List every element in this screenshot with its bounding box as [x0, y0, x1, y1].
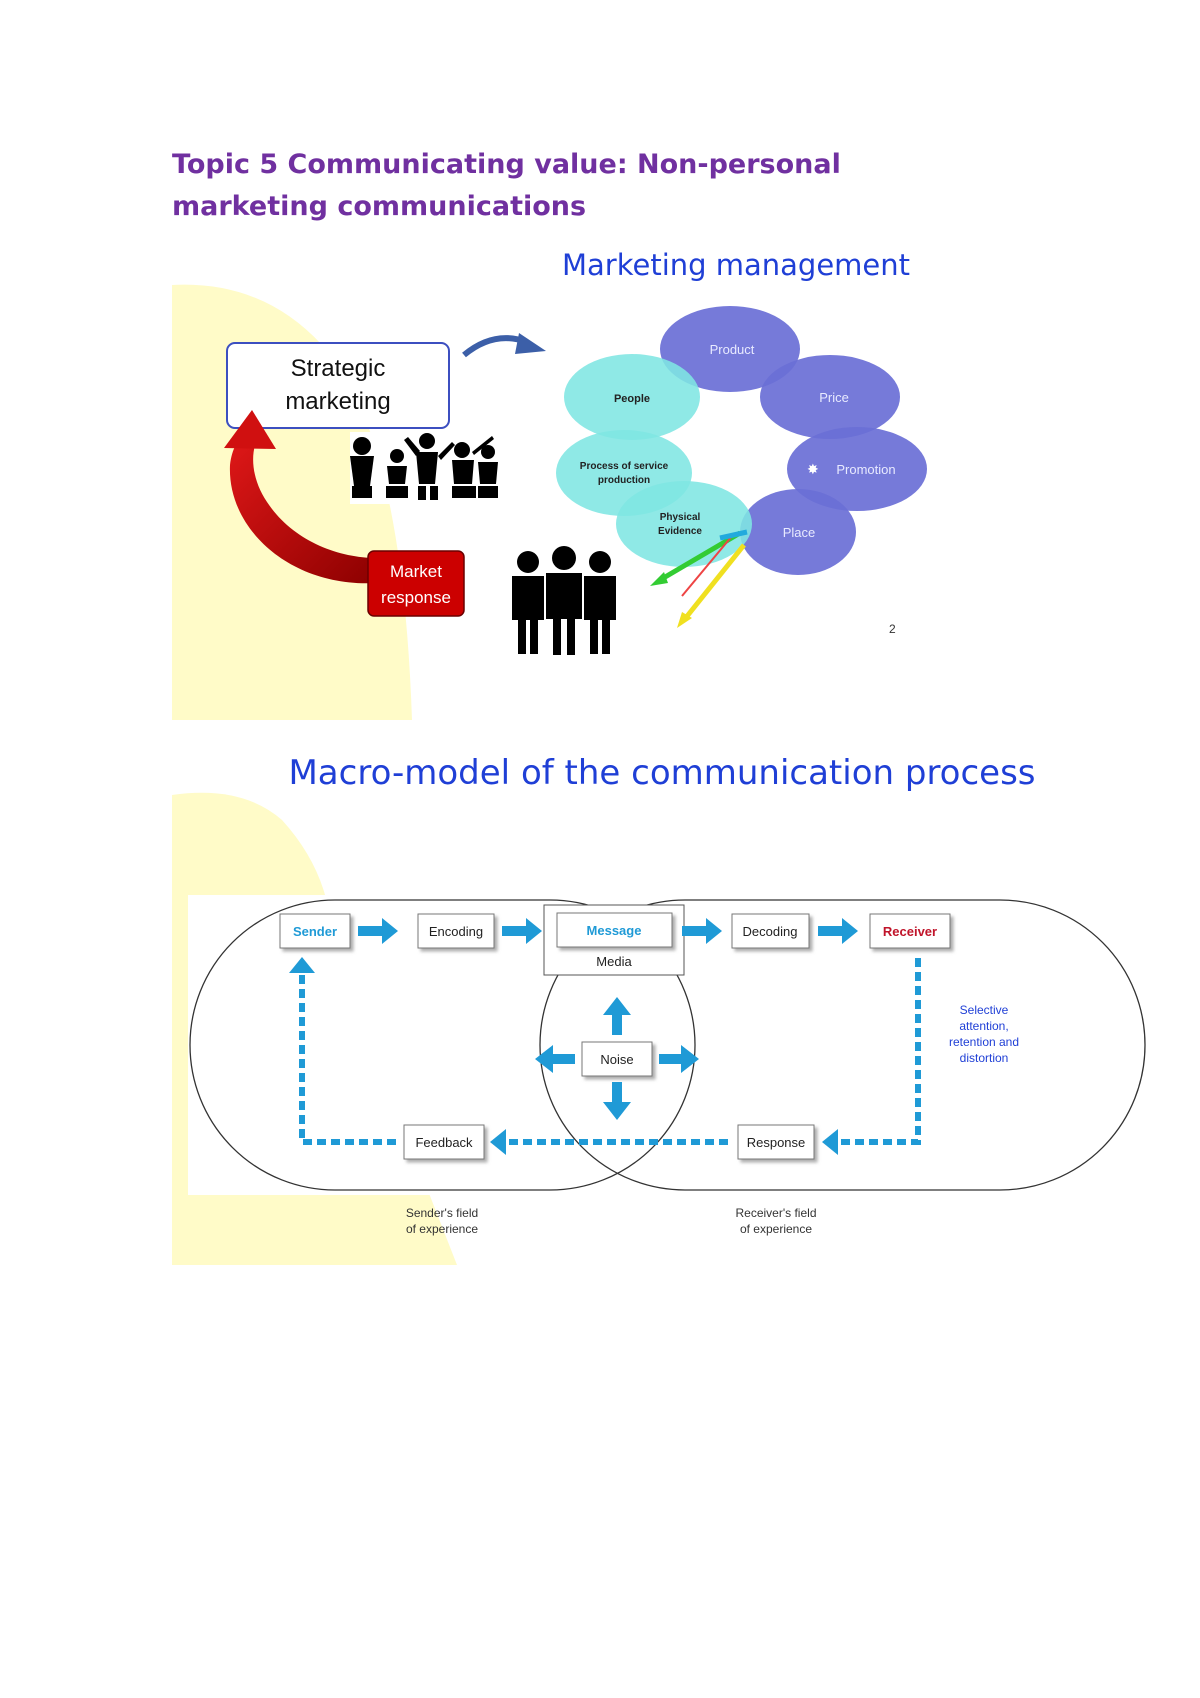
strategic-marketing-box: Strategic marketing: [226, 342, 450, 429]
arrow-down-icon: [603, 1082, 631, 1120]
customers-group-icon: [512, 546, 616, 655]
receiver-field-line: Receiver's field: [736, 1206, 817, 1220]
blue-curved-arrow: [462, 333, 546, 358]
page-heading: Topic 5 Communicating value: Non-persona…: [172, 149, 841, 222]
marketing-management-figure: Marketing management Strategic marketing…: [172, 248, 927, 720]
marketing-management-slide: Marketing management Strategic marketing…: [172, 240, 1172, 720]
sender-field-ellipse: [189, 899, 696, 1191]
arrow-right-icon: [682, 918, 722, 944]
selective-line: Selective: [960, 1003, 1009, 1017]
selective-line: attention,: [959, 1019, 1008, 1033]
mix-place: Place: [740, 489, 856, 575]
colored-arrows-icon: [650, 529, 748, 628]
sender-box: Sender: [279, 913, 351, 949]
feedback-label: Feedback: [415, 1135, 473, 1150]
receiver-field-line: of experience: [740, 1222, 812, 1236]
business-team-silhouettes-icon: [350, 432, 498, 504]
receiver-box: Receiver: [869, 913, 951, 949]
arrow-left-icon: [490, 1129, 506, 1155]
message-label: Message: [587, 923, 642, 938]
noise-box: Noise: [581, 1041, 653, 1077]
slide1-title: Marketing management: [562, 248, 910, 282]
mix-process-label-1: Process of service: [580, 461, 669, 472]
mix-people-label: People: [614, 393, 650, 405]
market-label-1: Market: [390, 562, 442, 581]
mix-people: People: [564, 354, 700, 440]
encoding-label: Encoding: [429, 924, 483, 939]
mix-price-label: Price: [819, 390, 849, 405]
arrow-right-icon: [659, 1045, 699, 1073]
communication-process-slide: Macro-model of the communication process…: [172, 745, 1172, 1265]
receiver-field-ellipse: [539, 899, 1146, 1191]
mix-price: Price: [760, 355, 900, 439]
media-label: Media: [596, 954, 632, 969]
mix-evidence-label-2: Evidence: [658, 526, 702, 537]
response-label: Response: [747, 1135, 806, 1150]
decoding-box: Decoding: [731, 913, 810, 949]
sender-field-line: of experience: [406, 1222, 478, 1236]
market-label-2: response: [381, 588, 451, 607]
response-box: Response: [737, 1124, 815, 1160]
receiver-label: Receiver: [883, 924, 937, 939]
market-response-box: Market response: [367, 550, 465, 617]
selective-line: retention and: [949, 1035, 1019, 1049]
arrow-right-icon: [502, 918, 542, 944]
sender-label: Sender: [293, 924, 337, 939]
strategic-label-2: marketing: [285, 388, 390, 415]
marketing-mix: Product Price ✸ Promotion Place People: [556, 306, 927, 575]
mix-promotion-label: Promotion: [836, 462, 895, 477]
slide-number: 2: [889, 622, 896, 636]
top-flow-arrows: [358, 918, 858, 944]
receiver-field-label: Receiver's field of experience: [736, 1206, 817, 1236]
feedback-box: Feedback: [403, 1124, 485, 1160]
strategic-label-1: Strategic: [291, 355, 386, 382]
selective-line: distortion: [960, 1051, 1009, 1065]
sender-field-label: Sender's field of experience: [406, 1206, 479, 1236]
arrow-left-icon: [535, 1045, 575, 1073]
arrow-left-icon: [822, 1129, 838, 1155]
arrow-right-icon: [818, 918, 858, 944]
communication-model-figure: Macro-model of the communication process…: [172, 753, 1148, 1265]
red-curved-arrow: [224, 410, 377, 584]
arrow-up-icon: [603, 997, 631, 1035]
noise-label: Noise: [600, 1052, 633, 1067]
arrow-up-icon: [289, 957, 315, 973]
decoding-label: Decoding: [743, 924, 798, 939]
feedback-loop: [299, 958, 921, 1145]
mix-process-label-2: production: [598, 475, 650, 486]
sparkle-icon: ✸: [807, 461, 819, 477]
encoding-box: Encoding: [417, 913, 495, 949]
mix-physical-evidence: Physical Evidence: [616, 481, 752, 567]
mix-evidence-label-1: Physical: [660, 512, 701, 523]
mix-promotion: ✸ Promotion: [787, 427, 927, 511]
mix-place-label: Place: [783, 525, 816, 540]
noise-arrows: [535, 997, 699, 1120]
slide2-title: Macro-model of the communication process: [288, 753, 1035, 793]
selective-note: Selective attention, retention and disto…: [949, 1003, 1019, 1065]
mix-product: Product: [660, 306, 800, 392]
arrow-right-icon: [358, 918, 398, 944]
sender-field-line: Sender's field: [406, 1206, 478, 1220]
mix-product-label: Product: [710, 342, 755, 357]
message-box: Message: [556, 912, 673, 948]
